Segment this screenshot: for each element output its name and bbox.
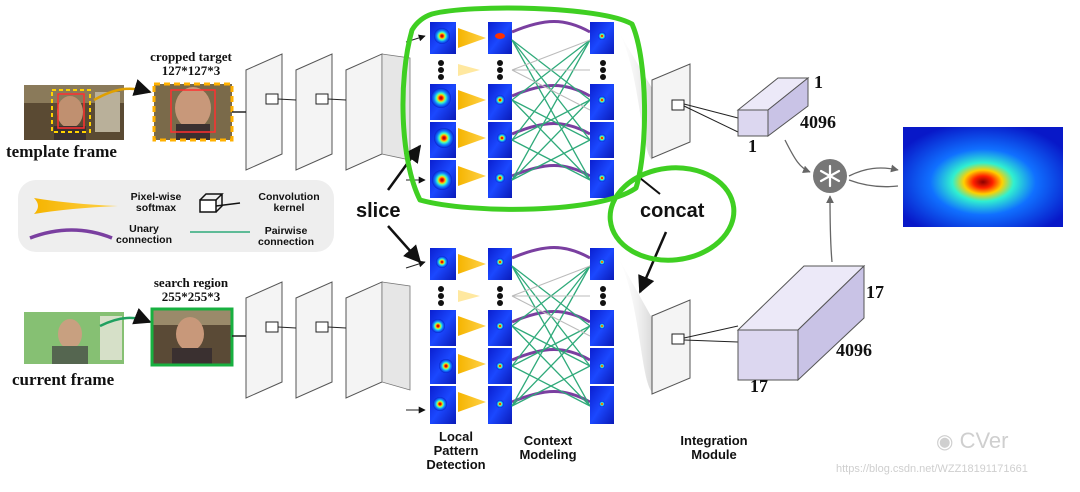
search-conv-layers bbox=[232, 281, 411, 399]
current-frame-image bbox=[24, 312, 124, 364]
watermark-brand-text: CVer bbox=[959, 428, 1009, 453]
cross-correlation-icon bbox=[813, 159, 847, 193]
wechat-icon: ◉ bbox=[936, 431, 954, 453]
legend-softmax-label: Pixel-wise softmax bbox=[116, 192, 196, 214]
template-integration-layer bbox=[651, 63, 739, 159]
softmax-legend-icon bbox=[34, 198, 118, 214]
bottom-dim-17: 17 bbox=[866, 282, 884, 302]
unary-legend-icon bbox=[29, 228, 113, 240]
context-line1: Context bbox=[523, 433, 573, 448]
current-frame-label: current frame bbox=[12, 370, 115, 389]
search-softmax-triangles bbox=[458, 254, 486, 412]
context-modeling-label: Context Modeling bbox=[508, 434, 588, 462]
legend-pairwise-line2: connection bbox=[257, 236, 314, 248]
legend-conv-line1: Convolution bbox=[258, 191, 320, 203]
highlight-concat bbox=[607, 165, 737, 263]
legend-pairwise-line1: Pairwise bbox=[264, 225, 308, 237]
legend bbox=[18, 180, 334, 252]
watermark-url: https://blog.csdn.net/WZZ18191171661 bbox=[836, 463, 1028, 475]
top-dim-1: 1 bbox=[814, 72, 823, 92]
legend-unary-line1: Unary bbox=[129, 223, 159, 235]
highlight-local-context-region bbox=[400, 5, 648, 212]
top-dim-1b: 1 bbox=[748, 136, 757, 156]
integration-line1: Integration bbox=[680, 433, 748, 448]
search-connections bbox=[511, 246, 591, 407]
template-connections bbox=[511, 20, 591, 181]
template-context-maps-right bbox=[590, 22, 614, 198]
local-pattern-line3: Detection bbox=[426, 457, 486, 472]
template-local-pattern-maps bbox=[430, 22, 456, 198]
integration-line2: Module bbox=[691, 447, 737, 462]
search-region-size: 255*255*3 bbox=[161, 289, 221, 304]
legend-unary-label: Unary connection bbox=[104, 224, 184, 246]
local-pattern-detection-label: Local Pattern Detection bbox=[424, 430, 488, 472]
cropped-target-title: cropped target bbox=[150, 49, 232, 64]
search-funnel bbox=[614, 250, 652, 392]
response-map bbox=[903, 127, 1063, 227]
context-line2: Modeling bbox=[519, 447, 577, 462]
slice-label: slice bbox=[356, 200, 401, 222]
slice-arrows bbox=[386, 144, 422, 264]
search-region-image bbox=[150, 307, 234, 367]
watermark-brand: ◉ CVer bbox=[936, 428, 1009, 454]
search-region-label: search region 255*255*3 bbox=[136, 276, 246, 304]
cropped-target-label: cropped target 127*127*3 bbox=[136, 50, 246, 78]
template-feature-box bbox=[736, 76, 810, 137]
local-pattern-line1: Local bbox=[439, 429, 473, 444]
concat-label: concat bbox=[640, 200, 705, 222]
legend-softmax-line1: Pixel-wise bbox=[130, 191, 182, 203]
bottom-dim-4096: 4096 bbox=[836, 340, 872, 360]
bottom-dim-17b: 17 bbox=[750, 376, 768, 396]
legend-pairwise-label: Pairwise connection bbox=[246, 226, 326, 248]
convolution-kernel-icon bbox=[199, 193, 241, 213]
template-softmax-triangles bbox=[458, 28, 486, 186]
search-context-maps-right bbox=[590, 248, 614, 424]
search-integration-layer bbox=[651, 299, 739, 395]
template-frame-label: template frame bbox=[6, 142, 117, 161]
legend-conv-label: Convolution kernel bbox=[244, 192, 334, 214]
search-region-title: search region bbox=[153, 275, 229, 290]
template-conv-layers bbox=[232, 53, 411, 171]
template-context-maps-left bbox=[488, 22, 512, 198]
search-context-maps-left bbox=[488, 248, 512, 424]
cropped-target-size: 127*127*3 bbox=[161, 63, 221, 78]
legend-conv-line2: kernel bbox=[273, 202, 305, 214]
legend-softmax-line2: softmax bbox=[135, 202, 177, 214]
local-pattern-line2: Pattern bbox=[433, 443, 479, 458]
legend-unary-line2: connection bbox=[115, 234, 172, 246]
integration-module-label: Integration Module bbox=[664, 434, 764, 462]
search-feature-box bbox=[736, 264, 866, 382]
cropped-target-image bbox=[152, 82, 234, 142]
concat-arrows bbox=[638, 177, 668, 294]
search-local-pattern-maps bbox=[430, 248, 456, 424]
top-dim-4096: 4096 bbox=[800, 112, 836, 132]
